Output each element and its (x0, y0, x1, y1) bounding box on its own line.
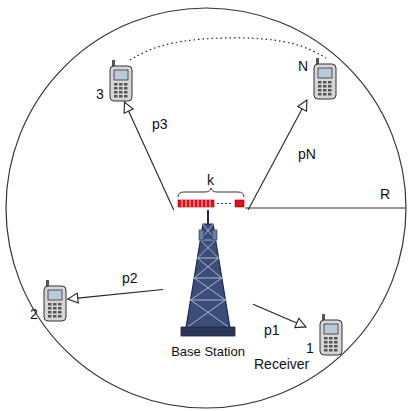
buffer-queue (178, 200, 244, 207)
power-label: p2 (120, 270, 140, 286)
receiver-number: N (298, 58, 308, 74)
mobile-phone: 2 (30, 280, 68, 322)
ellipsis-link (130, 38, 326, 60)
radius-label: R (378, 186, 392, 202)
queue-size-label: k (205, 172, 216, 188)
power-label: pN (296, 146, 318, 162)
base-station: Base Station (163, 210, 253, 360)
power-label: p3 (150, 116, 170, 132)
queue-brace (178, 187, 244, 197)
phone-icon (42, 280, 68, 322)
receiver-label: Receiver (252, 356, 311, 372)
transmission-arrow (124, 102, 173, 210)
transmission-arrow (68, 290, 163, 300)
tower-icon (163, 210, 253, 340)
radius-line (245, 207, 406, 208)
coverage-circle (6, 8, 406, 408)
phone-icon (318, 314, 344, 356)
receiver-number: 2 (30, 306, 38, 322)
phone-icon (108, 60, 134, 102)
receiver-number: 3 (96, 86, 104, 102)
station-label: Base Station (169, 344, 247, 360)
receiver-number: 1 (306, 340, 314, 356)
mobile-phone: 1 (306, 314, 344, 356)
phone-icon (312, 58, 338, 100)
mobile-phone: 3 (96, 60, 134, 102)
mobile-phone: N (298, 58, 338, 100)
power-label: p1 (262, 322, 282, 338)
